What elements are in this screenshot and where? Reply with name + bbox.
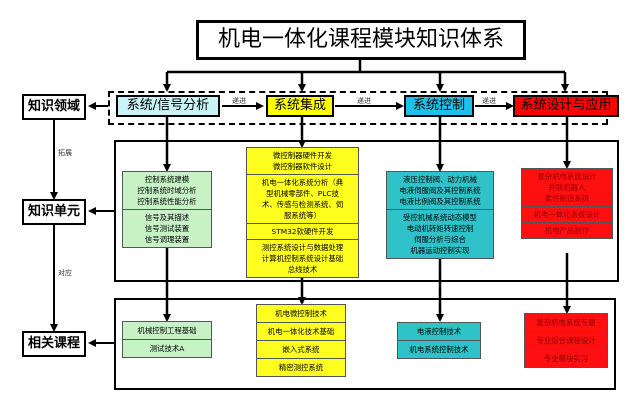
item-text: 控制系统建模: [144, 175, 190, 184]
item-text: 测控系统设计与数据处理: [261, 243, 344, 252]
item-text: 电液伺服阀及其控制系统: [399, 186, 481, 195]
item-text: 控制系统时域分析: [137, 186, 197, 195]
item-text: 机械控制工程基础: [137, 326, 197, 335]
item-text: 术、传感与检测系统、伺: [261, 200, 344, 209]
item-text: 机电微控制技术: [275, 309, 327, 318]
course-box-segment: 专业综合课程设计: [525, 331, 607, 349]
knowledge-unit-box-segment: STM32软硬件开发: [247, 223, 358, 239]
item-text: 电液控制技术: [416, 327, 462, 336]
course-box-segment: 测试技术A: [123, 339, 211, 357]
domain-integration: 系统集成: [266, 95, 334, 117]
item-text: 型机械零部件、PLC技: [266, 189, 339, 198]
progress-label-3: 递进: [482, 97, 496, 105]
course-box-segment: 嵌入式系统: [257, 340, 345, 358]
knowledge-unit-box: 液压控制阀、动力机械电液伺服阀及其控制系统电液比例阀及其控制系统受控机械系统动态…: [386, 171, 494, 259]
knowledge-unit-box: 复杂机电系统设计并联机器人柔性制造系统机电一体化系统设计机电产品制作: [521, 168, 613, 239]
label-knowledge-unit: 知识单元: [22, 199, 86, 225]
knowledge-unit-box-segment: 机电一体化系统设计: [522, 206, 612, 222]
item-text: 电液比例阀及其控制系统: [399, 197, 481, 206]
knowledge-unit-box-segment: 受控机械系统动态模型电动机转矩转速控制伺服分析与综合机器运动控制实现: [387, 209, 493, 258]
item-text: 测试技术A: [149, 344, 185, 353]
course-box-segment: 复杂机电系统专题: [525, 314, 607, 331]
item-text: 机器运动控制实现: [410, 246, 470, 255]
item-text: 伺服分析与综合: [414, 235, 466, 244]
item-text: STM32软硬件开发: [271, 227, 334, 236]
course-frame: [114, 298, 616, 390]
item-text: 机电一体化系统设计: [533, 210, 601, 219]
course-box: 电液控制技术机电系统控制技术: [397, 322, 481, 359]
knowledge-unit-frame: [114, 140, 619, 282]
progress-label-1: 递进: [232, 97, 246, 105]
label-knowledge-domain: 知识领域: [22, 94, 86, 120]
knowledge-unit-box-segment: 机电产品制作: [522, 222, 612, 238]
item-text: 信号及其描述: [144, 213, 190, 222]
item-text: 信号测试装置: [144, 224, 190, 233]
label-related-courses: 相关课程: [22, 331, 86, 357]
item-text: 受控机械系统动态模型: [403, 213, 477, 222]
item-text: 专业模块实习: [543, 354, 589, 363]
item-text: 机电系统控制技术: [409, 345, 469, 354]
item-text: 精密测控系统: [278, 363, 324, 372]
knowledge-unit-box-segment: 复杂机电系统设计并联机器人柔性制造系统: [522, 169, 612, 206]
course-box-segment: 电液控制技术: [398, 323, 480, 340]
item-text: 专业综合课程设计: [536, 336, 596, 345]
progress-label-2: 递进: [357, 97, 371, 105]
course-box-segment: 机电系统控制技术: [398, 340, 480, 358]
item-text: 计算机控制系统设计基础: [261, 254, 344, 263]
item-text: 控制系统性能分析: [137, 197, 197, 206]
knowledge-unit-box: 微控制器硬件开发微控制器软件设计机电一体化系统分析（典型机械零部件、PLC技术、…: [246, 147, 359, 278]
course-box-segment: 机电微控制技术: [257, 305, 345, 322]
item-text: 液压控制阀、动力机械: [403, 175, 477, 184]
knowledge-unit-box-segment: 微控制器硬件开发微控制器软件设计: [247, 148, 358, 174]
course-box-segment: 机械控制工程基础: [123, 322, 211, 339]
item-text: 信号调理装置: [144, 235, 190, 244]
item-text: 柔性制造系统: [544, 194, 590, 203]
item-text: 复杂机电系统设计: [537, 172, 597, 181]
course-box-segment: 精密测控系统: [257, 358, 345, 376]
item-text: 机电一体化系统分析（典: [261, 178, 344, 187]
course-box-segment: 专业模块实习: [525, 349, 607, 367]
course-box-segment: 机电一体化技术基础: [257, 322, 345, 340]
item-text: 微控制器硬件开发: [272, 151, 333, 160]
domain-signal-analysis: 系统/信号分析: [116, 95, 220, 117]
item-text: 嵌入式系统: [282, 345, 320, 354]
knowledge-unit-box-segment: 控制系统建模控制系统时域分析控制系统性能分析: [123, 172, 211, 209]
course-box: 复杂机电系统专题专业综合课程设计专业模块实习: [524, 313, 608, 368]
item-text: 复杂机电系统专题: [536, 318, 596, 327]
knowledge-unit-box-segment: 信号及其描述信号测试装置信号调理装置: [123, 209, 211, 247]
diagram-title: 机电一体化课程模块知识体系: [196, 20, 526, 60]
knowledge-unit-box: 控制系统建模控制系统时域分析控制系统性能分析信号及其描述信号测试装置信号调理装置: [122, 171, 212, 248]
item-text: 服系统等）: [284, 211, 321, 220]
knowledge-unit-box-segment: 液压控制阀、动力机械电液伺服阀及其控制系统电液比例阀及其控制系统: [387, 172, 493, 209]
item-text: 机电产品制作: [544, 226, 590, 235]
knowledge-unit-box-segment: 测控系统设计与数据处理计算机控制系统设计基础总线技术: [247, 239, 358, 277]
item-text: 微控制器软件设计: [272, 162, 333, 171]
domain-design-application: 系统设计与应用: [513, 95, 619, 117]
course-box: 机械控制工程基础测试技术A: [122, 321, 212, 358]
domain-control: 系统控制: [404, 95, 474, 117]
item-text: 总线技术: [287, 265, 318, 274]
label-correspond: 对应: [58, 269, 72, 277]
item-text: 电动机转矩转速控制: [406, 224, 474, 233]
item-text: 机电一体化技术基础: [267, 327, 335, 336]
label-expand: 拓展: [58, 149, 72, 157]
knowledge-unit-box-segment: 机电一体化系统分析（典型机械零部件、PLC技术、传感与检测系统、伺服系统等）: [247, 174, 358, 223]
course-box: 机电微控制技术机电一体化技术基础嵌入式系统精密测控系统: [256, 304, 346, 377]
item-text: 并联机器人: [548, 183, 586, 192]
